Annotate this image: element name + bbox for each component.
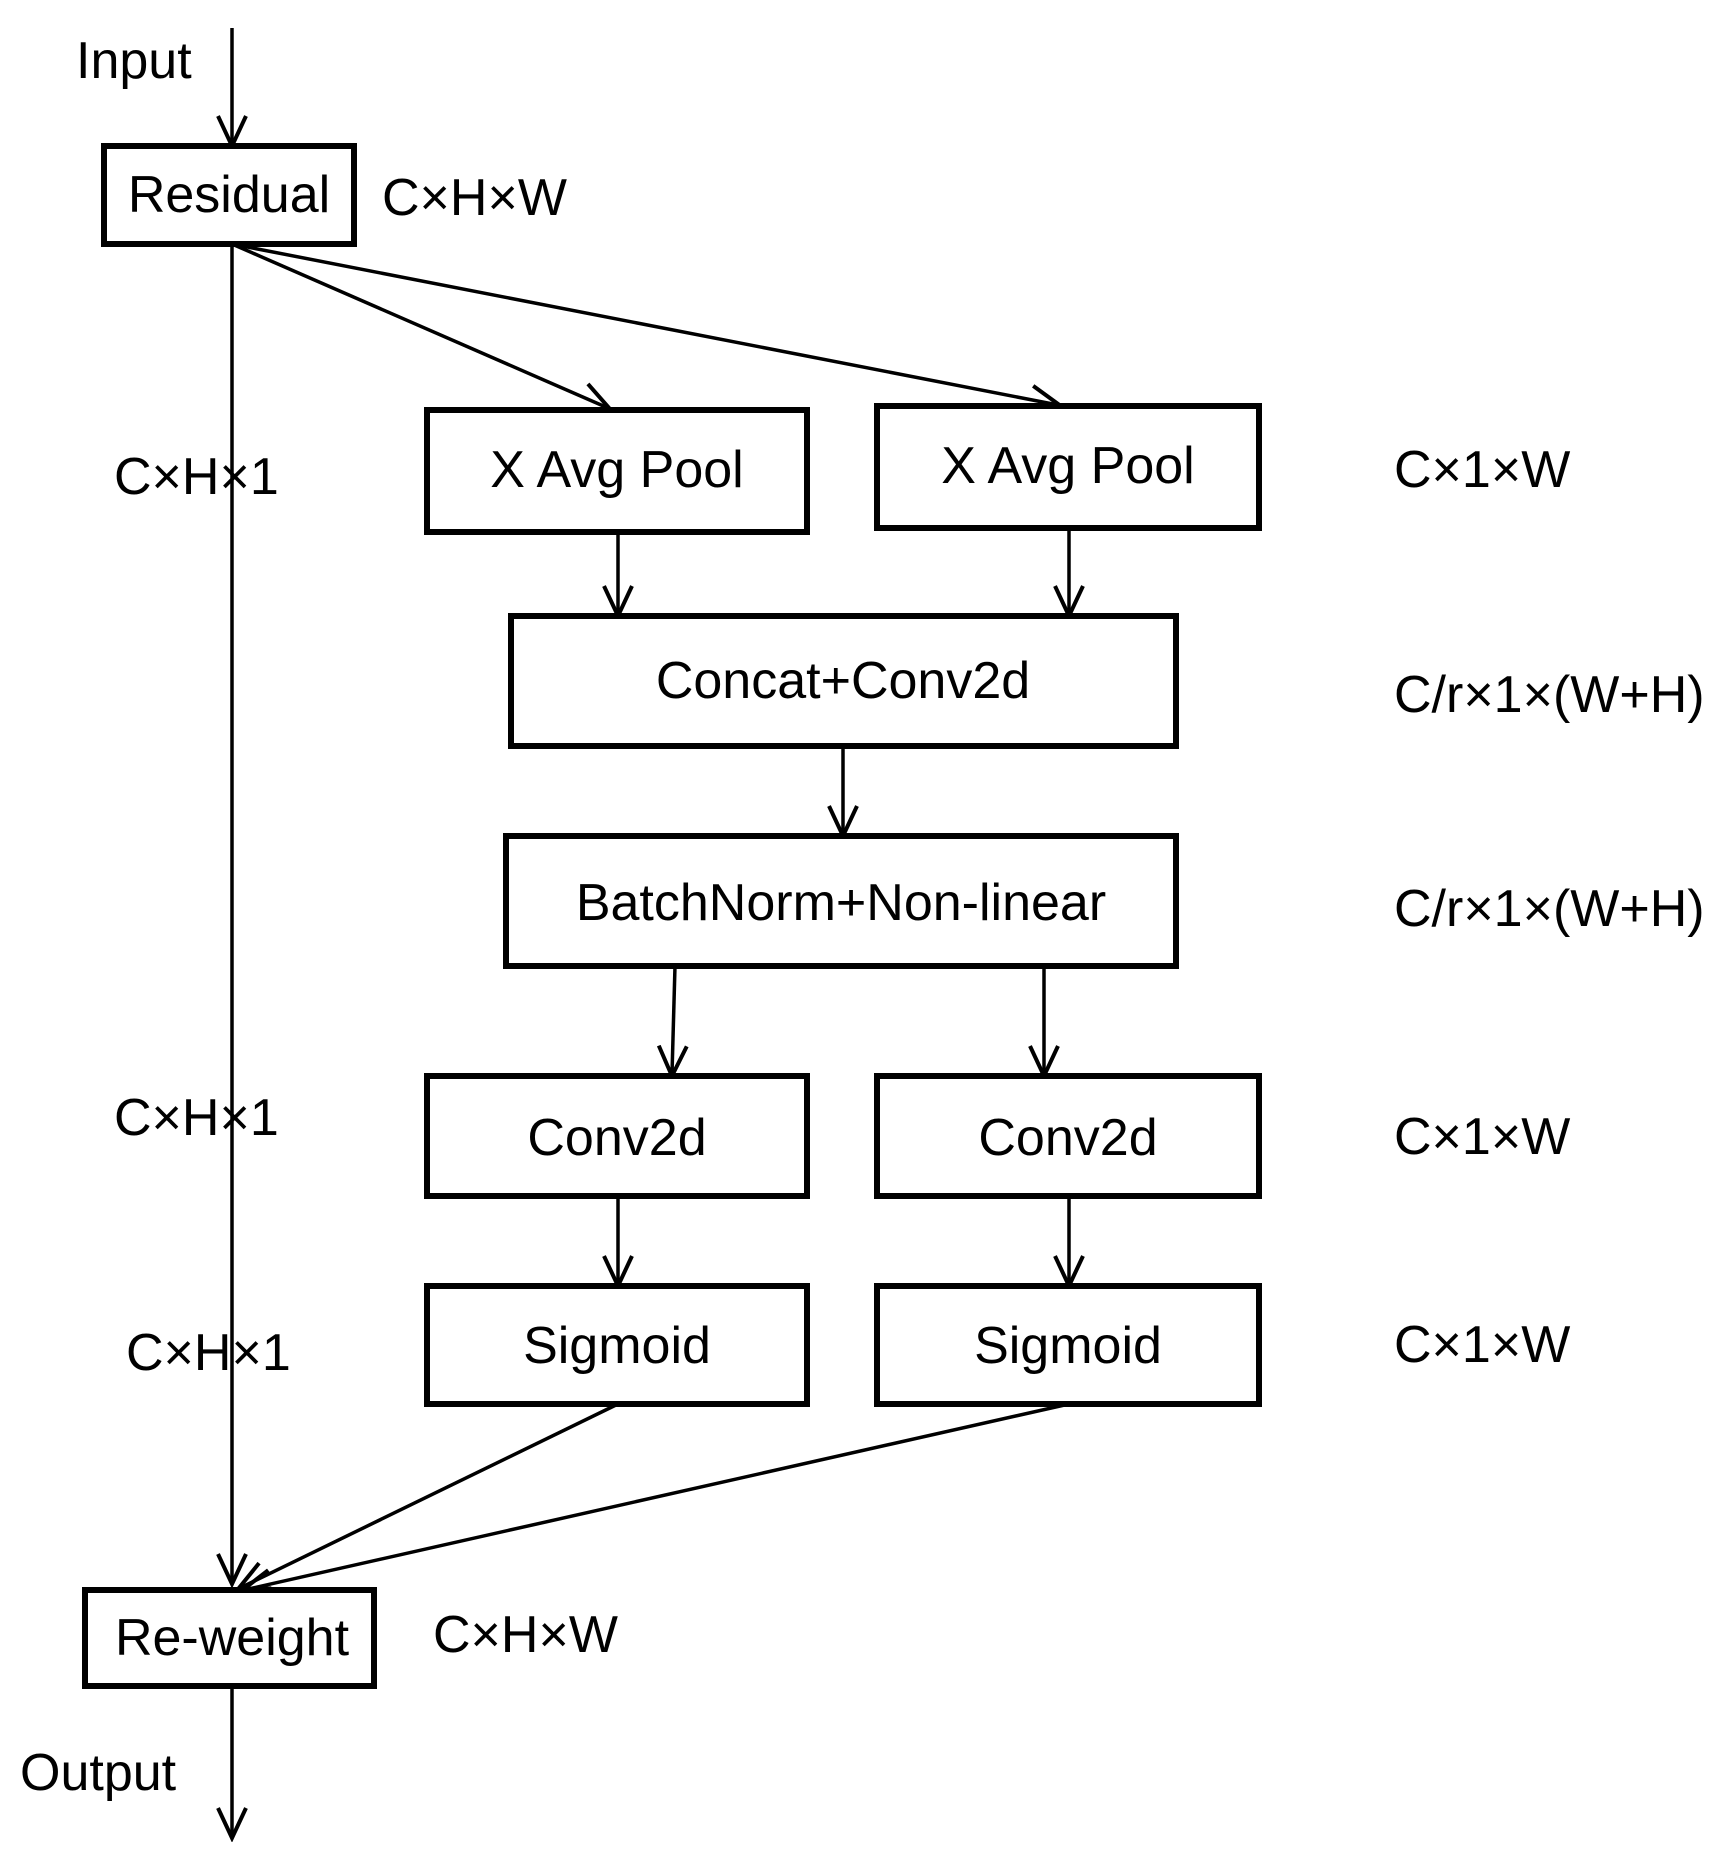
node-conv2d-left-label: Conv2d: [527, 1109, 706, 1167]
node-x-avg-pool-right: X Avg Pool: [874, 403, 1262, 531]
node-concat-conv2d: Concat+Conv2d: [508, 613, 1179, 749]
node-sigmoid-right: Sigmoid: [874, 1283, 1262, 1407]
edge-sigmoid-left-to-reweight: [240, 1402, 619, 1588]
node-concat-conv2d-label: Concat+Conv2d: [656, 652, 1030, 710]
dim-label-concat: C/r×1×(W+H): [1394, 666, 1705, 724]
node-x-avg-pool-left-label: X Avg Pool: [490, 441, 743, 499]
dim-label-conv-left: C×H×1: [114, 1089, 279, 1147]
dim-label-residual: C×H×W: [382, 169, 567, 227]
edges: [232, 28, 1069, 1836]
edge-sigmoid-right-to-reweight: [244, 1402, 1070, 1590]
node-residual-label: Residual: [128, 166, 330, 224]
edge-batchnorm-to-conv-left: [672, 965, 675, 1074]
dim-label-batchnorm: C/r×1×(W+H): [1394, 880, 1705, 938]
dim-label-sigmoid-left: C×H×1: [126, 1324, 291, 1382]
node-residual: Residual: [101, 143, 357, 247]
node-batchnorm-nonlinear: BatchNorm+Non-linear: [503, 833, 1179, 969]
dim-label-pool-left: C×H×1: [114, 448, 279, 506]
node-x-avg-pool-left: X Avg Pool: [424, 407, 810, 535]
node-reweight-label: Re-weight: [115, 1609, 350, 1667]
dim-label-pool-right: C×1×W: [1394, 441, 1570, 499]
node-conv2d-right-label: Conv2d: [978, 1109, 1157, 1167]
node-reweight: Re-weight: [82, 1587, 377, 1689]
dim-label-reweight: C×H×W: [433, 1606, 618, 1664]
node-sigmoid-right-label: Sigmoid: [974, 1317, 1162, 1375]
node-batchnorm-nonlinear-label: BatchNorm+Non-linear: [576, 874, 1106, 932]
node-sigmoid-left-label: Sigmoid: [523, 1317, 711, 1375]
dim-label-conv-right: C×1×W: [1394, 1108, 1570, 1166]
edge-residual-to-pool-right: [231, 242, 1058, 405]
dim-label-sigmoid-right: C×1×W: [1394, 1316, 1570, 1374]
input-label: Input: [76, 32, 192, 90]
node-conv2d-right: Conv2d: [874, 1073, 1262, 1199]
node-x-avg-pool-right-label: X Avg Pool: [941, 437, 1194, 495]
node-conv2d-left: Conv2d: [424, 1073, 810, 1199]
output-label: Output: [20, 1744, 177, 1802]
edge-residual-to-pool-left: [231, 242, 608, 408]
node-sigmoid-left: Sigmoid: [424, 1283, 810, 1407]
